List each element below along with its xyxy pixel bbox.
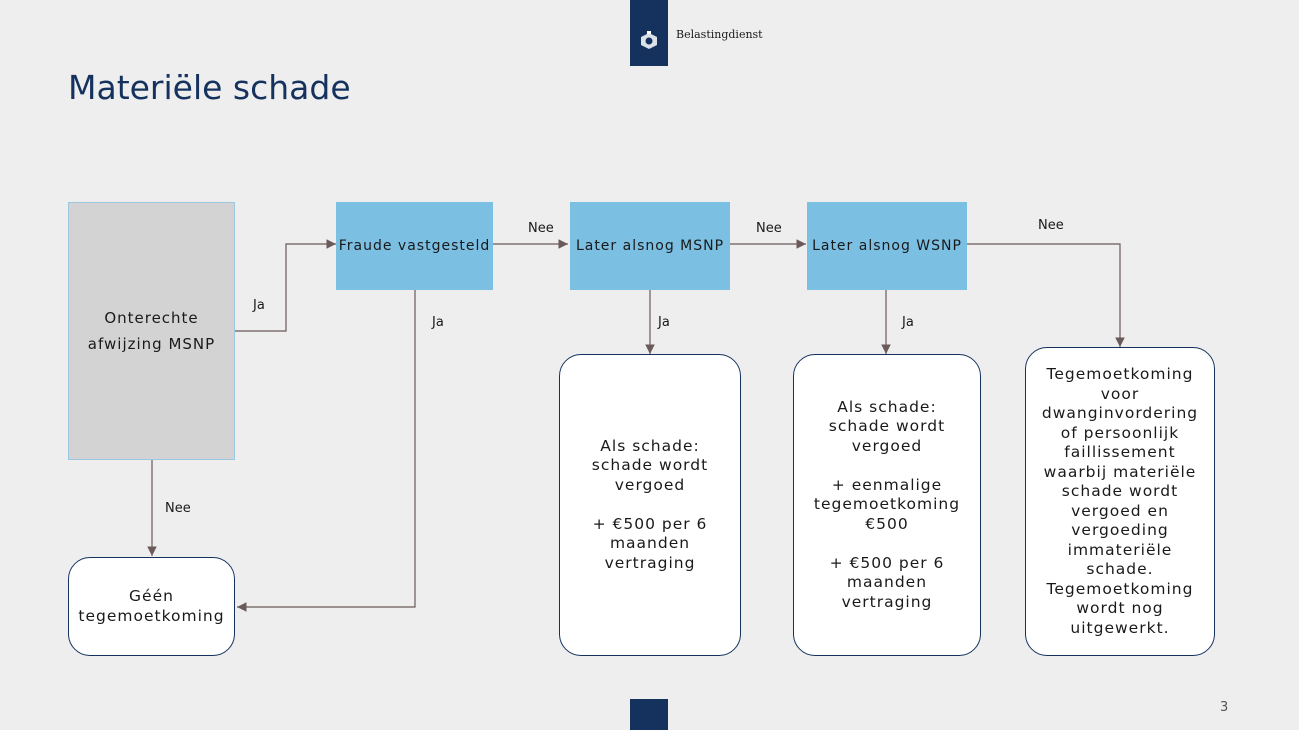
node-later-alsnog-msnp: Later alsnog MSNP xyxy=(570,202,730,290)
logo-text: Belastingdienst xyxy=(676,28,763,41)
edge-label-nee-onterechte: Nee xyxy=(165,501,191,516)
node-result-nee: Tegemoetkoming voor dwanginvordering of … xyxy=(1025,347,1215,656)
page-number: 3 xyxy=(1220,700,1229,715)
page-title: Materiële schade xyxy=(68,68,351,107)
logo-block xyxy=(630,0,668,66)
node-fraude-vastgesteld: Fraude vastgesteld xyxy=(336,202,493,290)
edge-label-ja-onterechte: Ja xyxy=(253,298,265,313)
edge-label-nee-wsnp: Nee xyxy=(1038,218,1064,233)
node-onterechte-afwijzing: Onterechte afwijzing MSNP xyxy=(68,202,235,460)
node-result-wsnp: Als schade: schade wordt vergoed + eenma… xyxy=(793,354,981,656)
edge-label-ja-msnp: Ja xyxy=(658,315,670,330)
crest-icon xyxy=(641,31,657,49)
edge-label-ja-wsnp: Ja xyxy=(902,315,914,330)
node-result-msnp: Als schade: schade wordt vergoed + €500 … xyxy=(559,354,741,656)
node-later-alsnog-wsnp: Later alsnog WSNP xyxy=(807,202,967,290)
node-geen-tegemoetkoming: Géén tegemoetkoming xyxy=(68,557,235,656)
edge-fraude-ja xyxy=(237,290,416,612)
edge-label-nee-fraude: Nee xyxy=(528,221,554,236)
footer-block xyxy=(630,699,668,730)
edge-onterechte-ja xyxy=(235,239,336,332)
edge-label-ja-fraude: Ja xyxy=(432,315,444,330)
edge-label-nee-msnp: Nee xyxy=(756,221,782,236)
edge-wsnp-nee xyxy=(967,243,1125,347)
